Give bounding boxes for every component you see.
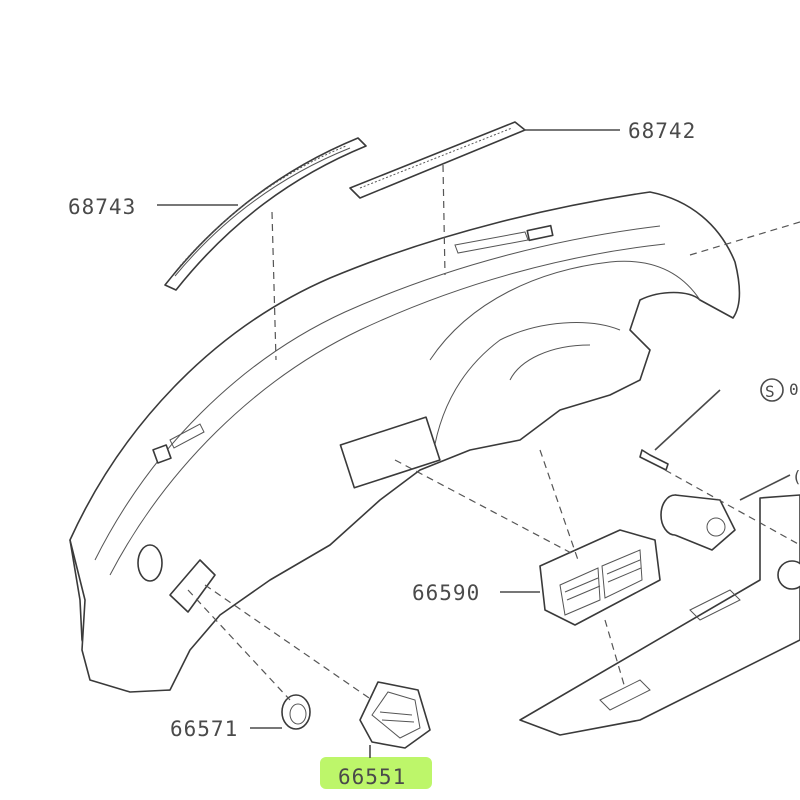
- screw-symbol-icon: [760, 378, 784, 402]
- part-66590-center-vent: [539, 529, 661, 626]
- part-66571-knob: [281, 694, 311, 730]
- part-66551-side-vent: [359, 681, 431, 749]
- clip-partial-label: (: [792, 467, 800, 486]
- side-knob-recess: [137, 544, 163, 582]
- reference-lines: [187, 164, 800, 701]
- label-68742: 68742: [628, 119, 696, 143]
- side-vent-recess: [169, 559, 216, 613]
- part-screw: [639, 449, 669, 471]
- part-highlight: [320, 757, 432, 789]
- label-66571: 66571: [170, 717, 238, 741]
- leader-lines: [157, 129, 791, 758]
- part-lower-trim: [519, 494, 800, 736]
- panel-vent-opening: [339, 416, 441, 489]
- part-bracket: [660, 494, 736, 551]
- part-68742-defroster-grille: [349, 121, 526, 199]
- label-66551: 66551: [338, 765, 406, 789]
- screw-symbol-label: S: [765, 382, 776, 401]
- screw-partial-label: 0: [789, 380, 800, 399]
- instrument-panel: [69, 191, 741, 693]
- part-68743-defroster-grille: [164, 137, 367, 291]
- defroster-slot-right: [526, 224, 554, 242]
- defroster-slot-left: [152, 444, 172, 464]
- label-66590: 66590: [412, 581, 480, 605]
- label-68743: 68743: [68, 195, 136, 219]
